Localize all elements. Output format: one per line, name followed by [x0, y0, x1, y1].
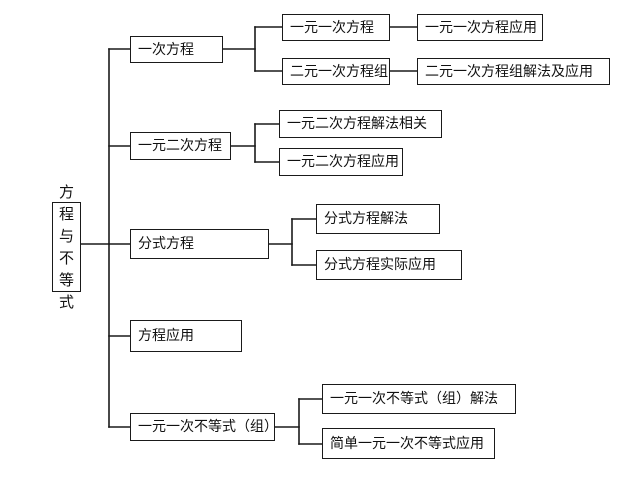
level1-node-equation-application: 方程应用 [130, 320, 242, 352]
level1-node-linear-equation: 一次方程 [130, 36, 223, 63]
level1-label: 方程应用 [138, 328, 194, 344]
level3-node-system-solution-application: 二元一次方程组解法及应用 [417, 58, 610, 85]
level2-node-inequality-solution: 一元一次不等式（组）解法 [322, 384, 516, 414]
level2-label: 二元一次方程组 [290, 63, 388, 80]
level1-node-quadratic-equation: 一元二次方程 [130, 132, 231, 160]
level2-node-inequality-application: 简单一元一次不等式应用 [322, 428, 495, 459]
level2-label: 分式方程实际应用 [324, 257, 436, 273]
level2-node-linear-one-var: 一元一次方程 [282, 14, 390, 41]
root-node: 方程与不等式 [52, 183, 81, 311]
level1-label: 一元一次不等式（组） [138, 419, 278, 435]
level2-node-linear-system: 二元一次方程组 [282, 58, 390, 85]
level3-label: 一元一次方程应用 [425, 19, 537, 36]
level1-label: 分式方程 [138, 236, 194, 252]
level1-node-linear-inequality: 一元一次不等式（组） [130, 413, 278, 441]
level1-label: 一次方程 [138, 41, 194, 58]
level2-label: 一元二次方程应用 [287, 154, 399, 170]
root-label: 方程与不等式 [58, 183, 74, 311]
level3-node-linear-application: 一元一次方程应用 [417, 14, 543, 41]
level2-node-fractional-solution: 分式方程解法 [316, 204, 440, 234]
level1-label: 一元二次方程 [138, 138, 222, 154]
level1-node-fractional-equation: 分式方程 [130, 229, 269, 259]
level3-label: 二元一次方程组解法及应用 [425, 63, 593, 80]
level2-label: 一元二次方程解法相关 [287, 116, 427, 132]
level2-node-fractional-application: 分式方程实际应用 [316, 250, 462, 280]
level2-node-quadratic-solution: 一元二次方程解法相关 [279, 110, 442, 138]
level2-label: 一元一次不等式（组）解法 [330, 391, 498, 407]
level2-label: 简单一元一次不等式应用 [330, 435, 484, 452]
level2-node-quadratic-application: 一元二次方程应用 [279, 148, 403, 176]
level2-label: 一元一次方程 [290, 19, 374, 36]
level2-label: 分式方程解法 [324, 211, 408, 227]
